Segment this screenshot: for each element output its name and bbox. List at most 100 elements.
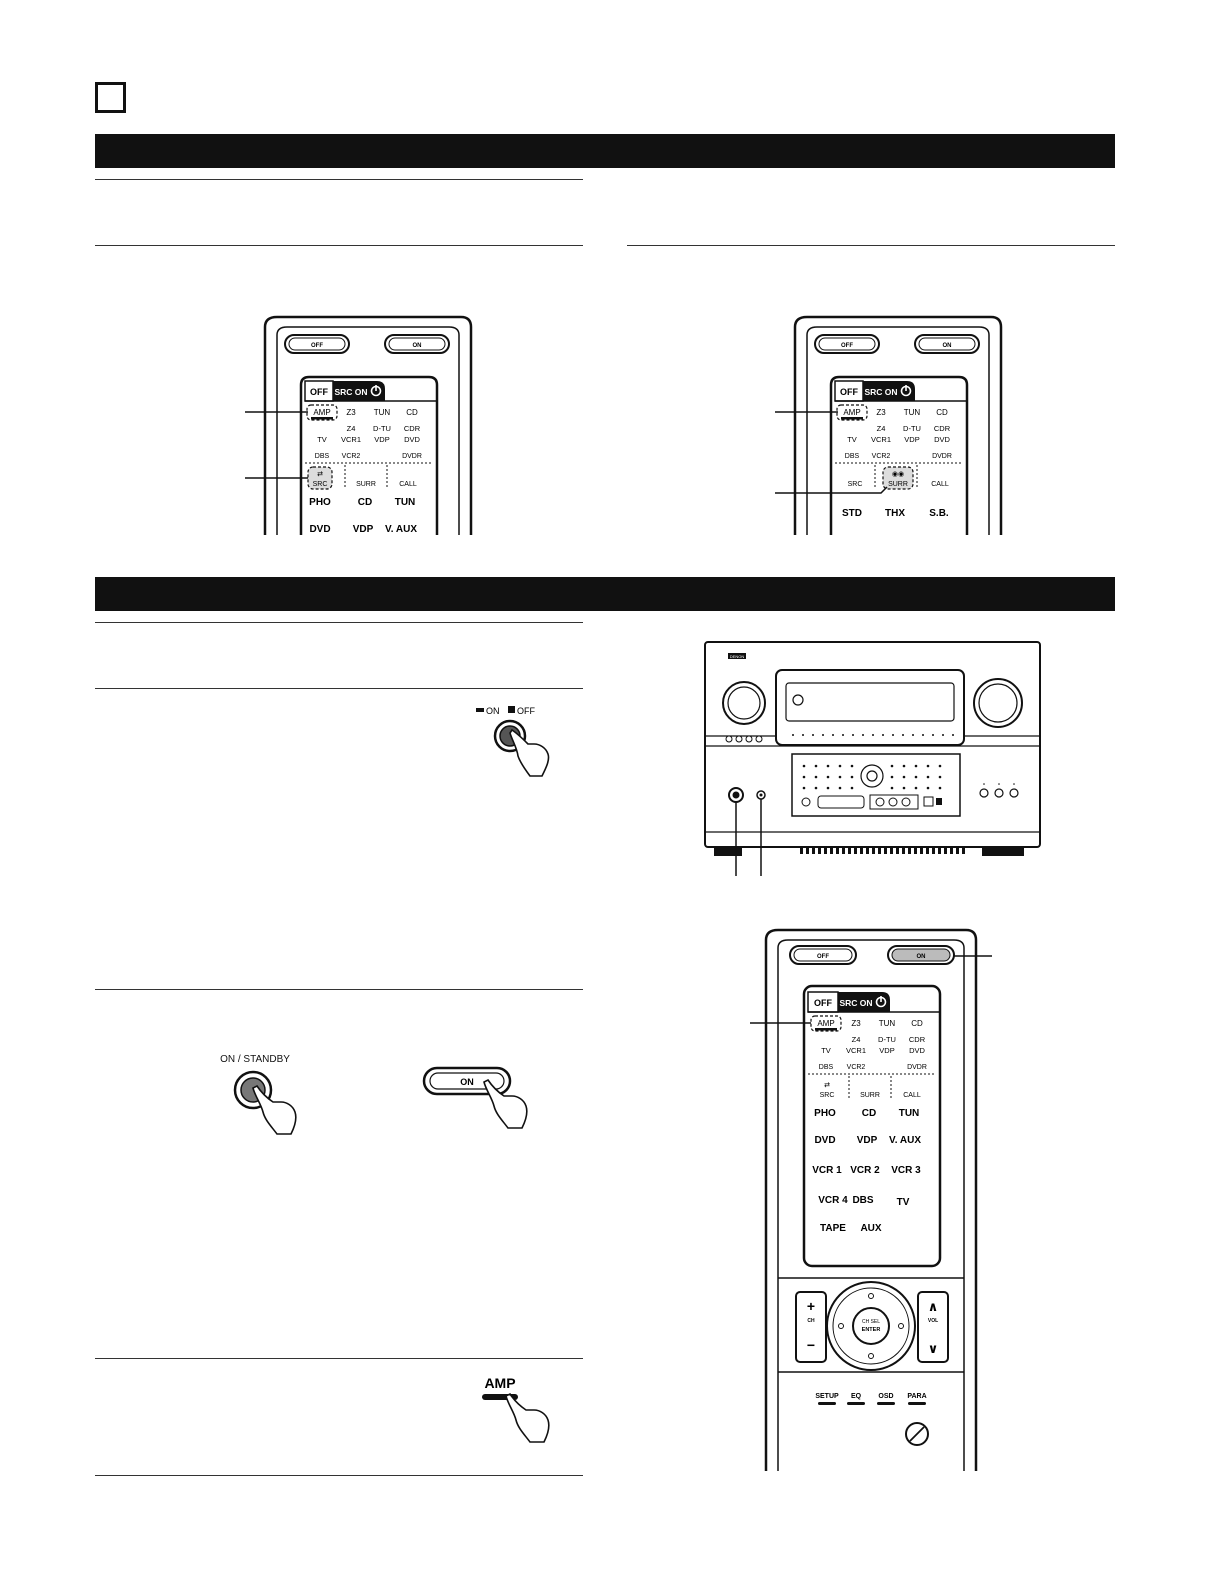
svg-text:TUN: TUN xyxy=(395,497,416,508)
svg-text:S.B.: S.B. xyxy=(929,508,949,519)
svg-text:SURR: SURR xyxy=(888,481,908,488)
svg-text:−: − xyxy=(807,1337,815,1353)
svg-text:SRC ON: SRC ON xyxy=(864,387,897,397)
svg-text:VDP: VDP xyxy=(353,524,374,535)
remote-illustration-source: OFF ON OFF SRC ON AMP Z3 TUN CD Z4 D-TU … xyxy=(245,315,473,535)
svg-text:TUN: TUN xyxy=(879,1019,896,1028)
svg-text:SURR: SURR xyxy=(860,1092,880,1099)
svg-text:CH: CH xyxy=(807,1318,815,1324)
svg-text:VCR2: VCR2 xyxy=(342,453,361,460)
svg-text:THX: THX xyxy=(885,508,905,519)
divider xyxy=(95,688,583,689)
svg-text:TUN: TUN xyxy=(899,1108,920,1119)
svg-text:CDR: CDR xyxy=(404,424,421,433)
svg-text:DVDR: DVDR xyxy=(907,1064,927,1071)
svg-text:SRC: SRC xyxy=(848,481,863,488)
remote-full-illustration: OFF ON OFF SRC ON AMP Z3 TUN CD Z4 D-TU … xyxy=(750,928,992,1471)
divider xyxy=(95,179,583,180)
svg-text:TUN: TUN xyxy=(374,408,391,417)
svg-text:CDR: CDR xyxy=(934,424,951,433)
remote-off-button[interactable]: OFF xyxy=(284,334,350,354)
svg-text:DVDR: DVDR xyxy=(932,453,952,460)
remote-on-button[interactable]: ON xyxy=(914,334,980,354)
remote-on-button-illustration: ON xyxy=(422,1066,528,1129)
volume-rocker[interactable] xyxy=(917,1291,949,1363)
svg-text:SRC ON: SRC ON xyxy=(839,998,872,1008)
svg-text:CD: CD xyxy=(936,408,948,417)
svg-text:PARA: PARA xyxy=(907,1393,926,1400)
svg-text:SRC: SRC xyxy=(820,1092,835,1099)
svg-text:DVD: DVD xyxy=(909,1046,925,1055)
svg-text:EQ: EQ xyxy=(851,1393,862,1400)
svg-text:CD: CD xyxy=(358,497,372,508)
tab-src-on[interactable] xyxy=(333,381,385,401)
ch-sel-enter-button[interactable] xyxy=(852,1307,890,1345)
svg-text:DVD: DVD xyxy=(934,435,950,444)
svg-text:CALL: CALL xyxy=(903,1092,921,1099)
svg-text:Z3: Z3 xyxy=(851,1019,861,1028)
svg-text:TV: TV xyxy=(317,435,327,444)
svg-text:VDP: VDP xyxy=(857,1135,878,1146)
channel-rocker[interactable] xyxy=(795,1291,827,1363)
svg-text:OFF: OFF xyxy=(311,343,323,349)
svg-text:OSD: OSD xyxy=(878,1393,893,1400)
svg-text:VCR1: VCR1 xyxy=(846,1046,866,1055)
svg-text:∨: ∨ xyxy=(928,1341,939,1356)
svg-text:VOL: VOL xyxy=(928,1318,938,1324)
svg-text:TAPE: TAPE xyxy=(820,1223,846,1234)
section-header-bar-2 xyxy=(95,577,1115,611)
svg-text:⇄: ⇄ xyxy=(317,471,323,478)
svg-text:VDP: VDP xyxy=(374,435,389,444)
on-standby-label: ON / STANDBY xyxy=(220,1054,290,1065)
svg-text:OFF: OFF xyxy=(517,706,535,716)
svg-text:AMP: AMP xyxy=(843,408,860,417)
svg-text:AUX: AUX xyxy=(860,1223,881,1234)
svg-text:ON: ON xyxy=(460,1077,474,1087)
svg-text:◉◉: ◉◉ xyxy=(892,471,904,478)
remote-off-button[interactable]: OFF xyxy=(789,945,857,965)
svg-text:ON: ON xyxy=(917,954,926,960)
divider xyxy=(95,1358,583,1359)
svg-text:OFF: OFF xyxy=(841,343,853,349)
tab-src-on[interactable] xyxy=(863,381,915,401)
svg-text:SRC ON: SRC ON xyxy=(334,387,367,397)
hand-icon xyxy=(252,1084,297,1135)
svg-text:PHO: PHO xyxy=(309,497,331,508)
tab-src-on[interactable] xyxy=(838,992,890,1012)
svg-text:TV: TV xyxy=(897,1197,910,1208)
svg-text:Z4: Z4 xyxy=(852,1035,861,1044)
svg-text:VCR1: VCR1 xyxy=(871,435,891,444)
svg-text:VCR1: VCR1 xyxy=(341,435,361,444)
svg-text:VCR 1: VCR 1 xyxy=(812,1165,842,1176)
svg-text:DENON: DENON xyxy=(730,654,745,659)
svg-text:VDP: VDP xyxy=(904,435,919,444)
svg-text:Z4: Z4 xyxy=(877,424,886,433)
remote-on-button[interactable]: ON xyxy=(887,945,955,965)
divider xyxy=(95,622,583,623)
hand-icon xyxy=(483,1078,528,1129)
svg-text:CALL: CALL xyxy=(399,481,417,488)
svg-text:⇄: ⇄ xyxy=(824,1082,830,1089)
svg-text:OFF: OFF xyxy=(814,998,832,1008)
svg-text:V. AUX: V. AUX xyxy=(385,524,417,535)
svg-text:VDP: VDP xyxy=(879,1046,894,1055)
svg-text:V. AUX: V. AUX xyxy=(889,1135,921,1146)
svg-text:ON: ON xyxy=(413,343,422,349)
remote-off-button[interactable]: OFF xyxy=(814,334,880,354)
svg-text:ENTER: ENTER xyxy=(862,1327,881,1333)
svg-text:SETUP: SETUP xyxy=(815,1393,839,1400)
svg-text:DBS: DBS xyxy=(845,453,860,460)
svg-text:DVDR: DVDR xyxy=(402,453,422,460)
svg-text:Z3: Z3 xyxy=(346,408,356,417)
svg-text:AMP: AMP xyxy=(313,408,330,417)
svg-text:D-TU: D-TU xyxy=(878,1035,896,1044)
divider xyxy=(95,1475,583,1476)
power-switch-illustration: ON OFF xyxy=(476,706,550,777)
mute-icon xyxy=(909,1426,925,1442)
remote-on-button[interactable]: ON xyxy=(384,334,450,354)
svg-text:OFF: OFF xyxy=(817,954,829,960)
svg-text:CD: CD xyxy=(911,1019,923,1028)
svg-text:OFF: OFF xyxy=(310,387,328,397)
svg-text:TV: TV xyxy=(821,1046,831,1055)
amp-button-illustration: AMP xyxy=(482,1375,550,1443)
